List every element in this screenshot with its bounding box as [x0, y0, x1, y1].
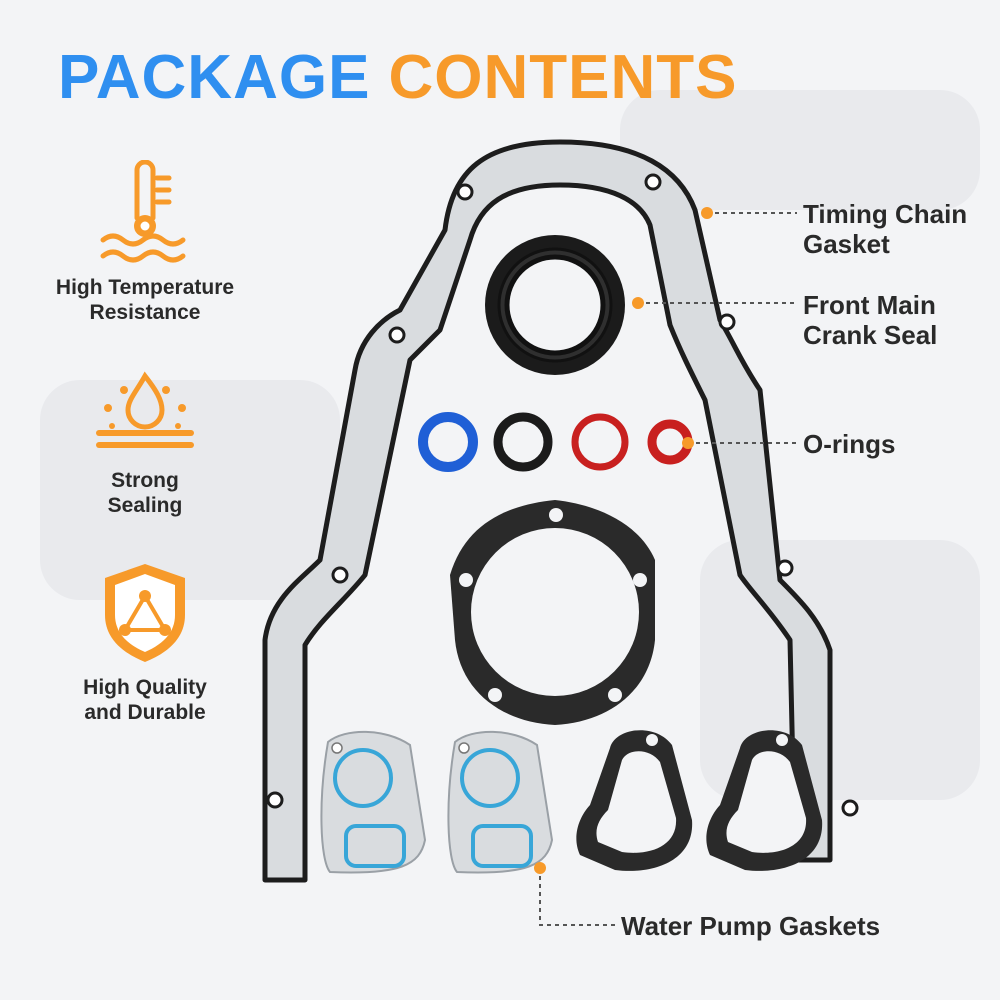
background-shape: [40, 380, 340, 600]
callout-water-pump-gaskets: Water Pump Gaskets: [621, 911, 881, 941]
callout-front-main-crank-seal: Front Main Crank Seal: [803, 290, 938, 350]
water-pump-cover-gasket: [450, 500, 655, 725]
shield-icon: [105, 564, 185, 662]
water-pump-gasket-black-right: [706, 730, 823, 871]
feature-high-quality: High Quality and Durable: [30, 560, 260, 725]
callout-timing-chain-gasket: Timing Chain Gasket: [803, 199, 968, 259]
feature-label: Strong Sealing: [107, 469, 183, 517]
o-rings: [418, 412, 693, 472]
water-pump-gasket-black-left: [576, 730, 693, 871]
callout-dots: [534, 207, 713, 874]
feature-high-temperature: High Temperature Resistance: [30, 160, 260, 325]
thermometer-icon: [100, 160, 186, 263]
callout-lines: [539, 212, 797, 926]
feature-label: High Quality and Durable: [83, 676, 207, 724]
water-pump-gasket-metal-right: [447, 730, 554, 874]
feature-strong-sealing: Strong Sealing: [30, 368, 260, 518]
front-main-crank-seal: [485, 235, 625, 375]
feature-label: High Temperature Resistance: [55, 276, 235, 324]
water-pump-gasket-metal-left: [320, 730, 427, 874]
sealing-icon: [96, 371, 194, 448]
timing-chain-gasket: [262, 139, 859, 883]
title-contents: CONTENTS: [388, 43, 738, 112]
title-package: PACKAGE: [58, 43, 371, 112]
callout-o-rings: O-rings: [803, 429, 896, 459]
